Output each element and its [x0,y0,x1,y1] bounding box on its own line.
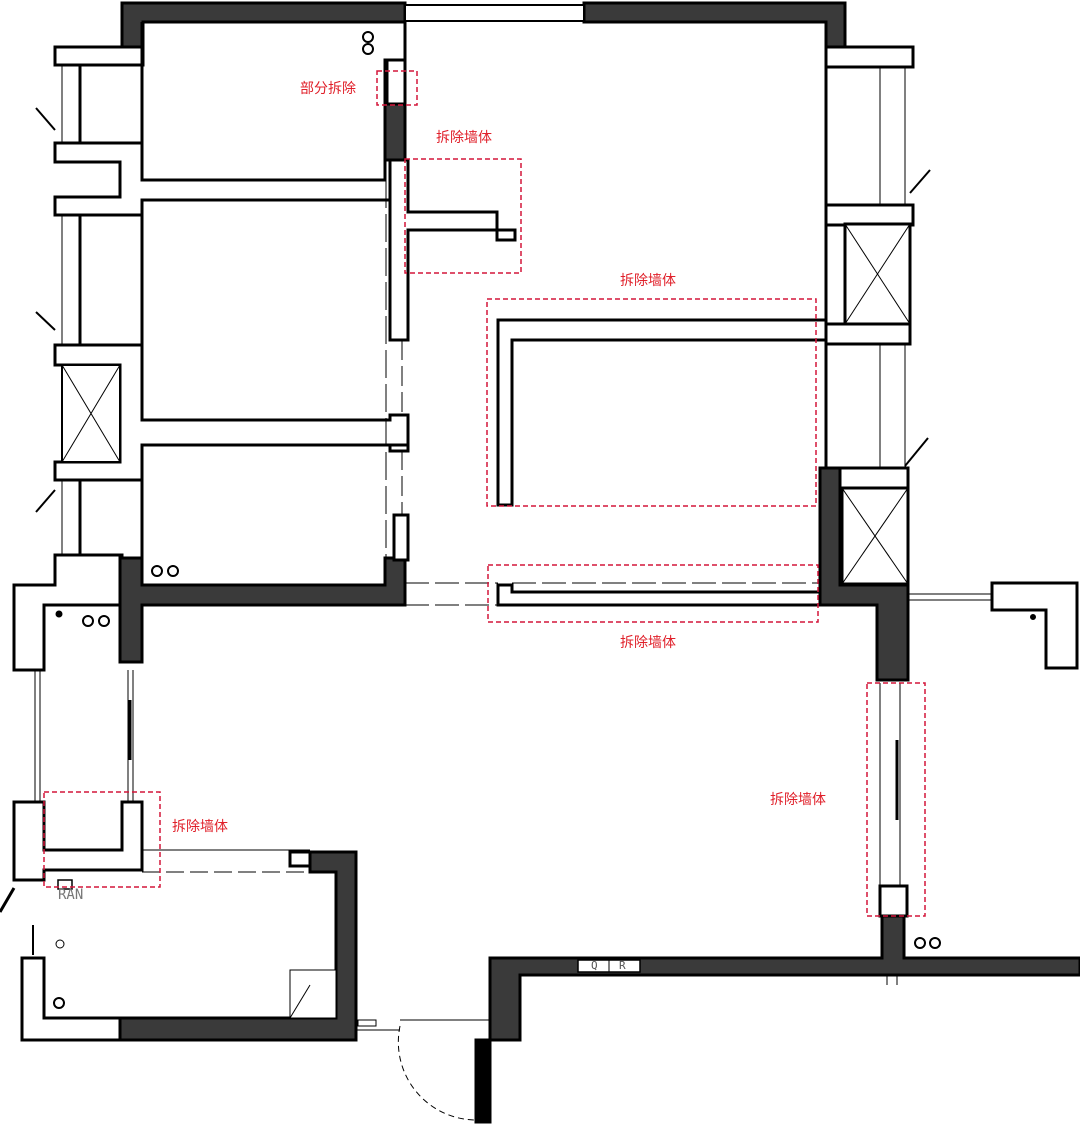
demolition-box-partial [376,70,418,106]
left-solid-column [118,556,407,664]
demolition-box-4 [43,791,161,888]
meter-box-left-label: Q [591,959,598,972]
wall-removal-label-3: 拆除墙体 [620,635,676,651]
partial-removal-label: 部分拆除 [300,81,356,97]
meter-box-right-label: R [619,959,626,972]
wall-removal-label-5: 拆除墙体 [172,819,228,835]
right-solid-column [818,466,910,682]
top-left-wall [120,1,407,162]
top-window [404,4,585,22]
wall-removal-label-2: 拆除墙体 [620,273,676,289]
right-balcony-cap-top [824,45,915,69]
demolition-box-2 [486,298,817,507]
wall-removal-label-4: 拆除墙体 [770,792,826,808]
gas-meter-label: RAN [58,887,84,903]
bottom-right-wall [488,914,1080,1042]
demolition-box-5 [866,682,926,917]
demolition-box-1 [404,158,522,274]
wall-removal-label-1: 拆除墙体 [436,130,492,146]
right-balcony-wing [990,581,1079,670]
demolition-box-3 [487,564,819,623]
right-wall-mid [824,203,915,227]
top-right-wall [582,1,847,49]
